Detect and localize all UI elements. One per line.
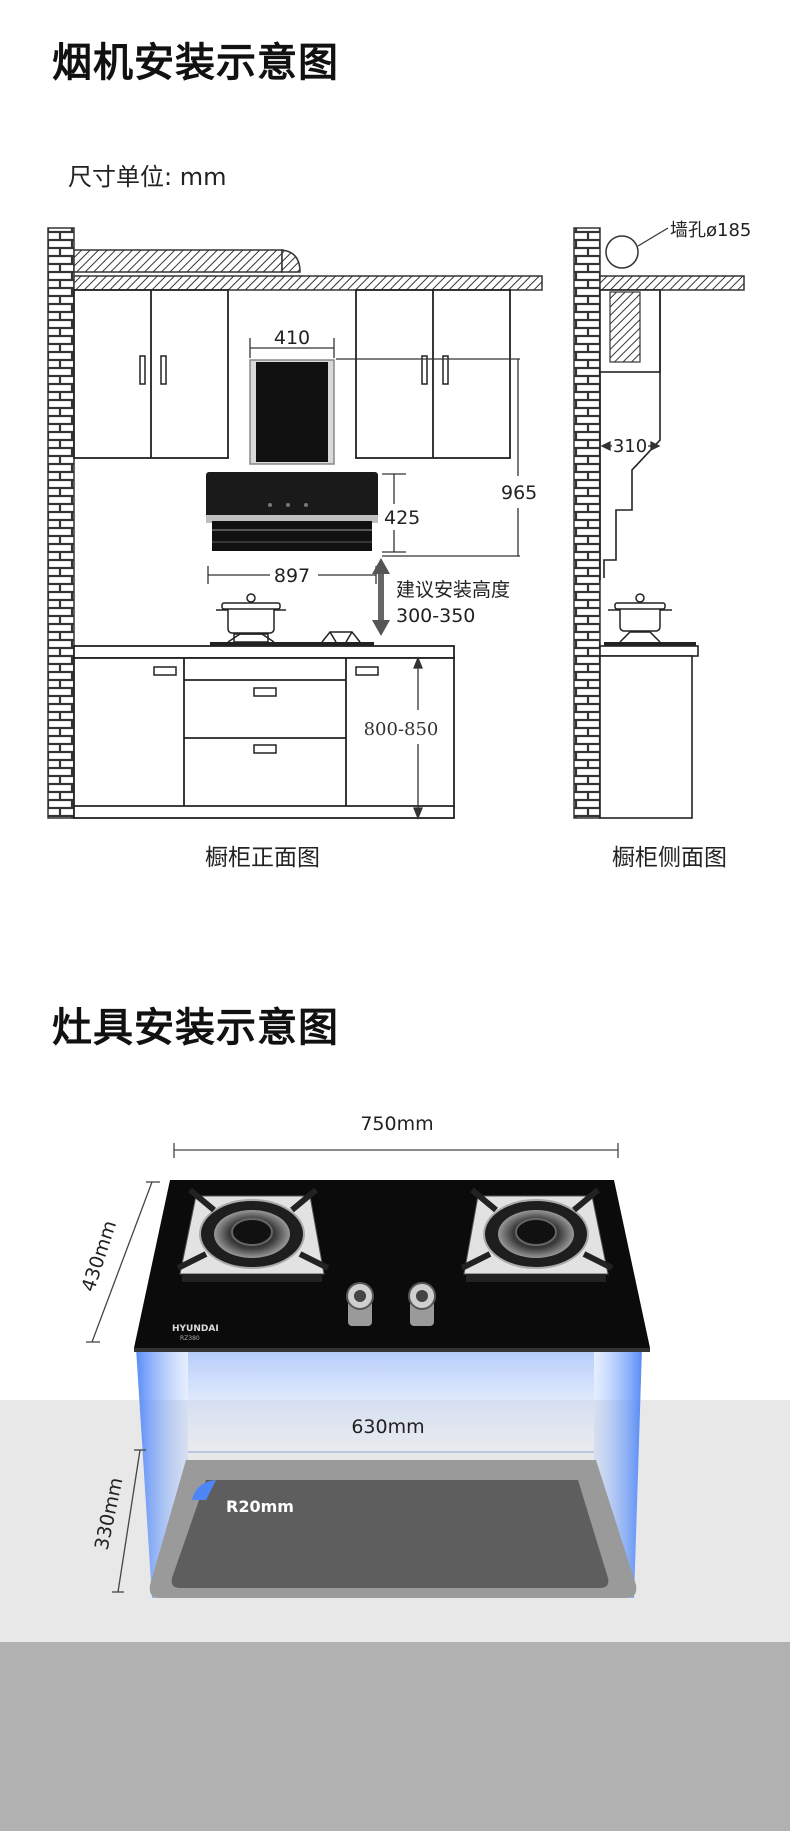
unit-label: 尺寸单位: mm — [68, 163, 227, 191]
dim-430 — [86, 1181, 160, 1343]
dim-top-label: 965 — [501, 482, 537, 504]
radius-label: R20mm — [226, 1497, 294, 1516]
hob-front — [210, 642, 374, 646]
stove-diagram: 750mm 430mm 630mm R20mm 330mm — [78, 1113, 650, 1598]
hood-install-title: 烟机安装示意图 — [52, 40, 339, 86]
dim-cabinet-height-label: 800-850 — [364, 719, 439, 740]
side-view-caption: 橱柜侧面图 — [612, 845, 727, 871]
front-brick-wall — [47, 227, 75, 819]
upper-cabinet-right — [355, 289, 511, 459]
pot-front — [216, 593, 286, 643]
dim-750 — [173, 1143, 619, 1158]
model-label: RZ380 — [180, 1335, 200, 1342]
dim-hood-bottom-label: 897 — [274, 565, 310, 587]
brand-logo: HYUNDAI — [172, 1324, 219, 1334]
stove-width-label: 750mm — [360, 1113, 433, 1135]
side-brick-wall — [573, 227, 601, 819]
front-view: 410 425 965 897 — [47, 227, 543, 820]
dim-897 — [207, 566, 377, 584]
dim-425 — [382, 473, 406, 553]
dim-965 — [336, 358, 520, 557]
side-ceiling — [599, 275, 745, 291]
stove-install-title: 灶具安装示意图 — [52, 1005, 339, 1051]
suggested-height-label: 建议安装高度 — [396, 579, 510, 601]
wall-hole-label: 墙孔ø185 — [670, 220, 751, 241]
upper-cabinet-left — [73, 289, 229, 459]
dim-410 — [249, 338, 335, 358]
suggested-height-value: 300-350 — [396, 605, 475, 627]
burner-right — [460, 1187, 614, 1282]
exhaust-duct — [73, 249, 283, 273]
range-hood — [206, 359, 378, 551]
background-band-dark — [0, 1642, 790, 1831]
base-cabinet — [73, 645, 455, 819]
suggested-height-arrow — [372, 558, 390, 636]
front-view-caption: 橱柜正面图 — [205, 845, 320, 871]
cabinet-diagram: 410 425 965 897 — [47, 220, 751, 820]
burner-front — [321, 631, 361, 643]
side-view: 墙孔ø185 310 — [573, 220, 751, 819]
wall-hole-circle — [605, 235, 639, 269]
dim-800-850 — [413, 656, 423, 820]
cutout-depth-label: 330mm — [91, 1476, 128, 1552]
front-ceiling — [73, 275, 543, 291]
dim-hood-width-label: 410 — [274, 327, 310, 349]
dim-310 — [600, 440, 661, 452]
dim-hood-depth-label: 425 — [384, 507, 420, 529]
control-knobs — [346, 1282, 436, 1326]
dim-330 — [112, 1449, 146, 1593]
pot-side — [608, 593, 672, 643]
dim-offset-label: 310 — [613, 436, 647, 457]
burner-left — [176, 1187, 330, 1282]
cutout-width-label: 630mm — [351, 1416, 424, 1438]
